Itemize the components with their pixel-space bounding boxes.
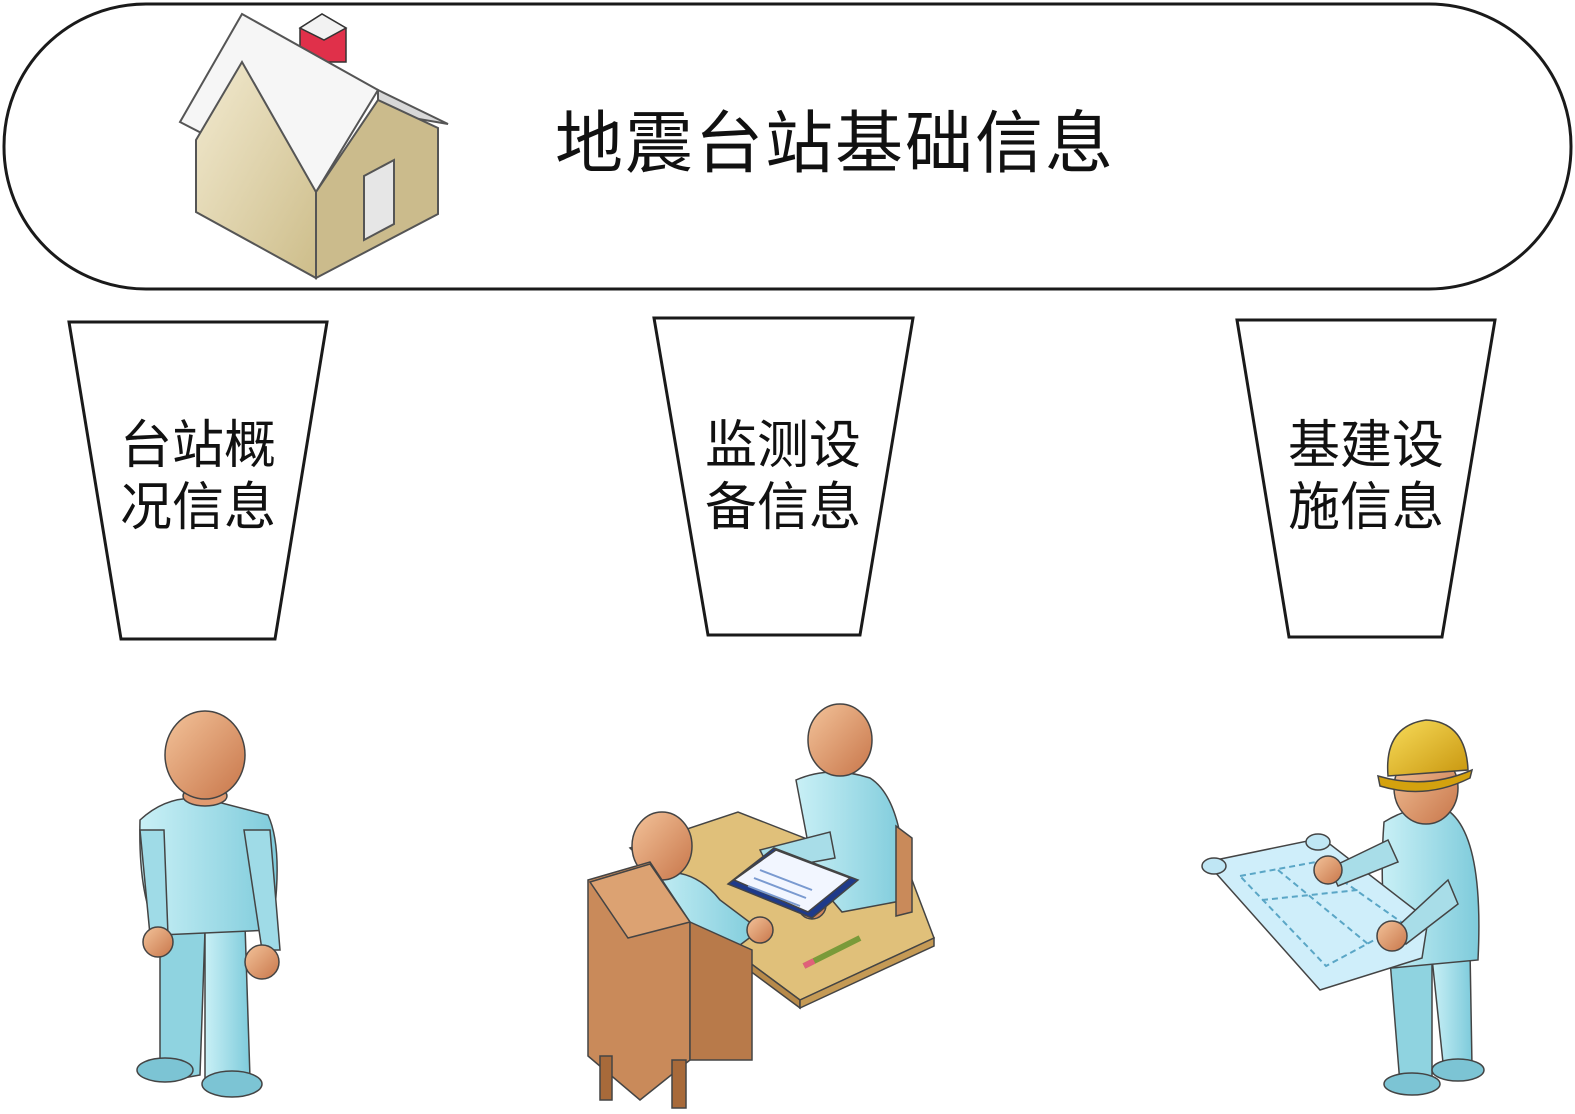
category-label-station-overview: 台站概 况信息 bbox=[98, 415, 298, 539]
engineer-with-blueprint-icon bbox=[1201, 719, 1485, 1096]
category-label-line: 基建设 bbox=[1287, 416, 1444, 476]
category-label-line: 台站概 bbox=[119, 416, 276, 476]
house-icon bbox=[178, 12, 449, 280]
diagram-title: 地震台站基础信息 bbox=[554, 105, 1115, 184]
category-label-line: 监测设 bbox=[704, 416, 861, 476]
category-label-line: 备信息 bbox=[704, 478, 861, 538]
meeting-at-desk-icon bbox=[587, 703, 935, 1109]
standing-person-icon bbox=[136, 710, 281, 1098]
category-shape-1 bbox=[67, 320, 329, 641]
category-label-infrastructure: 基建设 施信息 bbox=[1266, 415, 1466, 539]
category-label-line: 施信息 bbox=[1287, 478, 1444, 538]
category-shape-3 bbox=[1235, 318, 1497, 639]
category-label-line: 况信息 bbox=[119, 478, 276, 538]
category-shape-2 bbox=[652, 316, 915, 637]
category-label-monitoring-equipment: 监测设 备信息 bbox=[683, 415, 883, 539]
